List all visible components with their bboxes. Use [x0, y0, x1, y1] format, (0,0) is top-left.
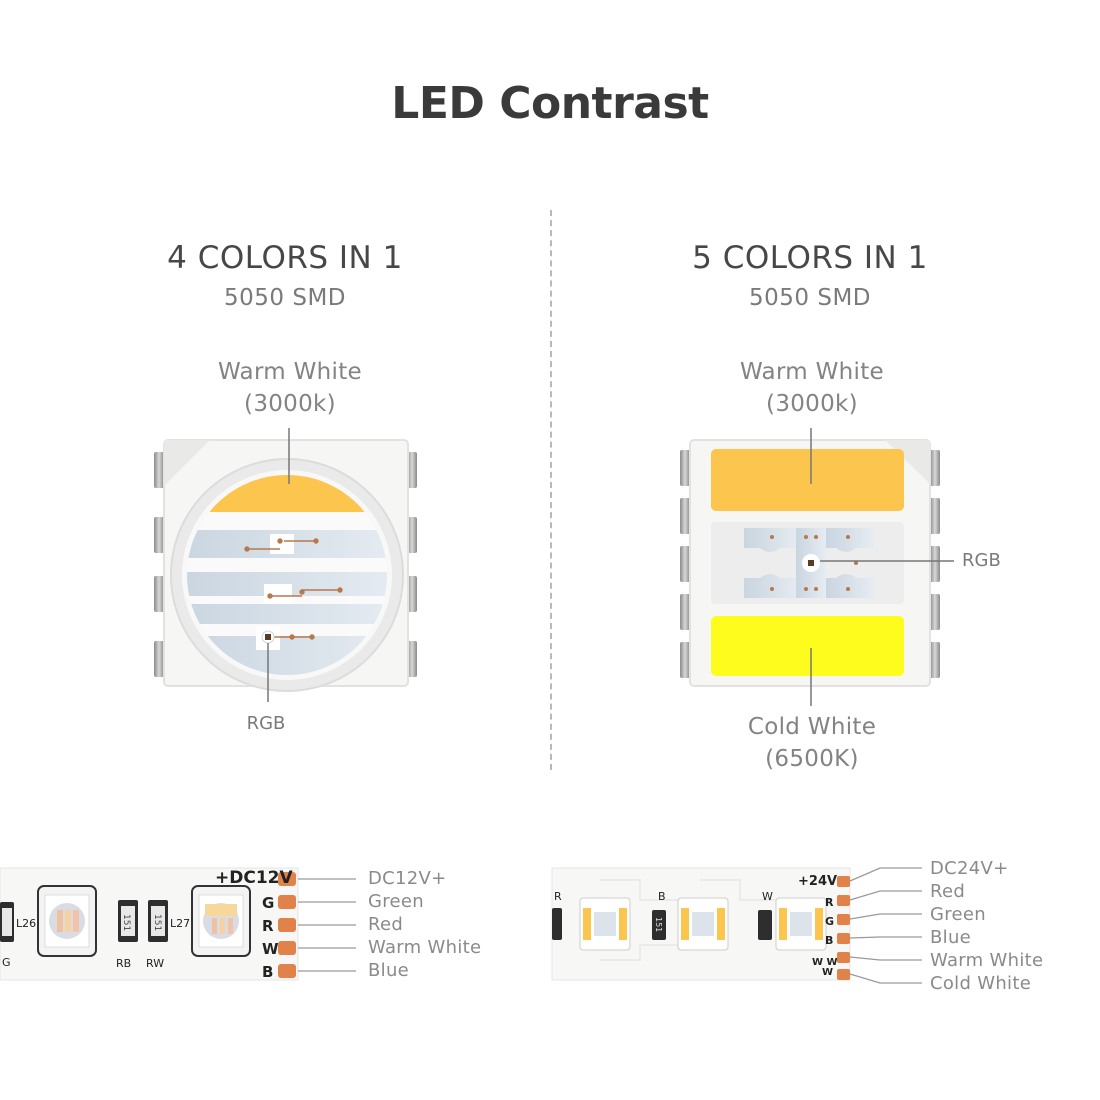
- right-strip-mark-b: B: [658, 890, 666, 903]
- right-led-package: [680, 428, 954, 706]
- right-strip-pin-r: R: [825, 896, 834, 909]
- right-strip-pads: [837, 876, 850, 980]
- column-divider: [550, 210, 552, 770]
- right-strip-pin-ww: W W: [812, 957, 838, 968]
- left-wire-green: Green: [368, 891, 425, 912]
- left-strip-mark-l27: L27: [170, 917, 191, 930]
- right-strip-led-2: [677, 897, 729, 951]
- right-strip-led-1: [579, 897, 631, 951]
- right-warm-white-label: Warm White (3000k): [702, 356, 922, 420]
- left-strip-pin-labels: G R W B: [262, 892, 279, 984]
- left-rgb-label: RGB: [246, 713, 286, 734]
- right-wire-cold-white: Cold White: [930, 973, 1032, 994]
- right-led-strip: [551, 867, 922, 984]
- right-strip-connector-label: +24V: [798, 874, 838, 889]
- left-heading: 4 COLORS IN 1: [167, 240, 403, 276]
- right-warm-white-name: Warm White: [739, 359, 884, 385]
- right-cold-white-chip: [711, 616, 904, 676]
- right-strip-resistor-code: 151: [654, 917, 663, 933]
- right-strip-pin-labels: R G B: [825, 893, 834, 950]
- left-strip-mark-l26: L26: [16, 917, 37, 930]
- left-strip-wire-labels: DC12V+ Green Red Warm White Blue: [368, 867, 481, 982]
- right-heading: 5 COLORS IN 1: [692, 240, 928, 276]
- right-led-pins: [680, 450, 940, 678]
- left-wire-dc12v: DC12V+: [368, 868, 447, 889]
- left-strip-mark-rb: RB: [116, 957, 132, 970]
- right-strip-led-3: [775, 897, 827, 951]
- left-strip-connector-label: +DC12V: [215, 868, 293, 888]
- right-wire-blue: Blue: [930, 927, 972, 948]
- left-strip-pin-b: B: [262, 963, 274, 981]
- left-led-strip: [0, 867, 356, 981]
- right-strip-pin-g: G: [825, 915, 835, 928]
- left-warm-white-label: Warm White (3000k): [180, 356, 400, 420]
- page-title: LED Contrast: [391, 78, 709, 129]
- left-strip-led-1: [37, 885, 97, 957]
- right-rgb-label: RGB: [962, 550, 1001, 571]
- left-strip-mark-rw: RW: [146, 957, 165, 970]
- left-strip-pin-w: W: [262, 940, 279, 958]
- right-strip-mark-r: R: [554, 890, 562, 903]
- left-wire-warm-white: Warm White: [368, 937, 482, 958]
- left-subheading: 5050 SMD: [224, 285, 346, 311]
- right-strip-pin-b: B: [825, 934, 834, 947]
- right-subheading: 5050 SMD: [749, 285, 871, 311]
- right-strip-wire-labels: DC24V+ Red Green Blue Warm White Cold Wh…: [930, 857, 1043, 995]
- left-strip-resistor-code-2: 151: [152, 914, 162, 932]
- right-warm-white-temp: (3000k): [766, 391, 858, 417]
- left-led-pins: [154, 452, 417, 677]
- left-led-package: [154, 428, 417, 702]
- left-strip-mark-g: G: [2, 956, 11, 969]
- right-cold-white-label: Cold White (6500K): [702, 711, 922, 775]
- left-warm-white-name: Warm White: [217, 359, 362, 385]
- right-wire-dc24v: DC24V+: [930, 858, 1009, 879]
- right-strip-pin-w: W: [822, 967, 834, 978]
- right-strip-mark-w: W: [762, 890, 773, 903]
- right-cold-white-name: Cold White: [747, 714, 877, 740]
- right-wire-warm-white: Warm White: [930, 950, 1044, 971]
- left-strip-pin-r: R: [262, 917, 274, 935]
- right-warm-white-chip: [711, 449, 904, 511]
- left-strip-pin-g: G: [262, 894, 275, 912]
- left-strip-resistor-code-1: 151: [121, 914, 131, 932]
- left-strip-pads: [278, 872, 296, 978]
- left-wire-red: Red: [368, 914, 404, 935]
- right-cold-white-temp: (6500K): [765, 746, 859, 772]
- left-wire-blue: Blue: [368, 960, 410, 981]
- right-wire-red: Red: [930, 881, 966, 902]
- right-wire-green: Green: [930, 904, 987, 925]
- left-warm-white-temp: (3000k): [244, 391, 336, 417]
- left-strip-led-2: [191, 885, 251, 957]
